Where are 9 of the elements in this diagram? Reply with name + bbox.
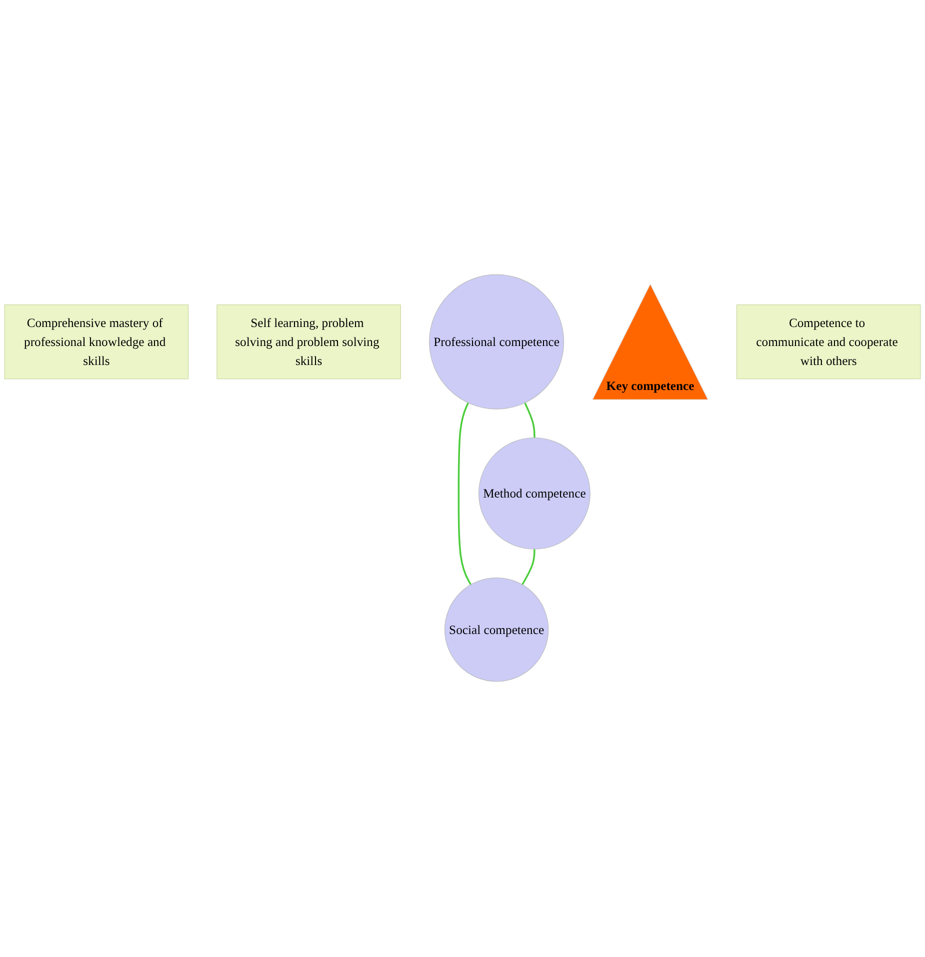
node-box: Comprehensive mastery of professional knowledge and skills xyxy=(4,305,189,380)
connector xyxy=(524,402,536,438)
node-circle: Social competence xyxy=(444,578,549,682)
connector xyxy=(522,550,536,586)
connector xyxy=(458,402,472,586)
node-box: Competence to communicate and cooperate with others xyxy=(736,305,921,380)
node-circle: Professional competence xyxy=(429,274,564,410)
node-circle: Method competence xyxy=(478,438,590,550)
node-box: Self learning, problem solving and problem solving skills xyxy=(216,305,401,380)
